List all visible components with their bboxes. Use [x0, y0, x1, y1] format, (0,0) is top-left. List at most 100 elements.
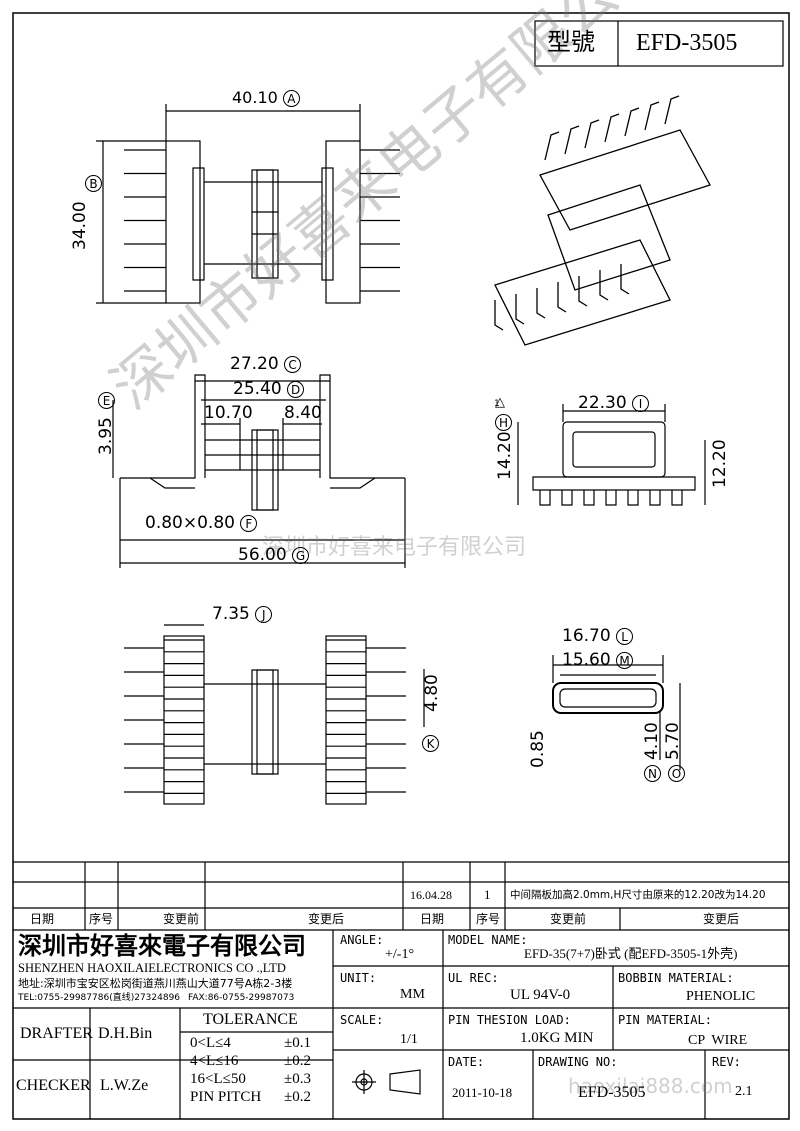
tolerance-value: ±0.3 [284, 1071, 311, 1087]
company-fax: FAX:86-0755-29987073 [188, 993, 295, 1003]
dim-k: 4.80 [422, 674, 442, 712]
dim-w1: 10.70 [204, 403, 253, 423]
drafter-value: D.H.Bin [98, 1025, 153, 1042]
model-name-label: MODEL NAME: [448, 933, 528, 947]
tooth [627, 490, 639, 506]
iso-pin [494, 300, 504, 331]
dim-p: 0.85 [528, 730, 548, 768]
pin-load-value: 1.0KG MIN [520, 1030, 594, 1046]
drawing-no-label: DRAWING NO: [538, 1055, 618, 1069]
checker-value: L.W.Ze [100, 1077, 149, 1094]
tolerance-value: ±0.2 [284, 1089, 311, 1105]
bottom-view [124, 624, 425, 805]
company-cn: 深圳市好喜來電子有限公司 [18, 934, 306, 960]
dim-h1: 14.20 [495, 431, 515, 480]
dim-b: 34.00 [70, 201, 90, 250]
tolerance-range: 16<L≤50 [190, 1071, 246, 1087]
tooth [561, 490, 573, 506]
bobbin-material-value: PHENOLIC [686, 989, 756, 1004]
tolerance-label: TOLERANCE [203, 1011, 298, 1028]
iso-pin [564, 125, 580, 155]
dim-g: 56.00 G [238, 547, 310, 564]
dim-n: 4.10 [642, 722, 662, 760]
tooth [649, 490, 661, 506]
scale-value: 1/1 [400, 1032, 418, 1047]
dim-n-tag: N [644, 765, 661, 782]
iso-pin [624, 107, 640, 137]
pin-load-label: PIN THESION LOAD: [448, 1013, 571, 1027]
rev-label: REV: [712, 1055, 741, 1069]
rev-header-no: 序号 [89, 912, 114, 926]
rev-header-date: 日期 [30, 912, 55, 926]
tooth [539, 490, 551, 506]
pin-material-label: PIN MATERIAL: [618, 1013, 712, 1027]
model-label: 型號 [547, 28, 595, 56]
dim-j: 7.35 J [212, 606, 273, 623]
rev-header-date-2: 日期 [420, 912, 445, 926]
tooth [605, 490, 617, 506]
rev-triangle: △1 [494, 395, 505, 410]
tolerance-range: 0<L≤4 [190, 1035, 231, 1051]
checker-label: CHECKER [16, 1077, 91, 1094]
title-block-lines [13, 861, 789, 1119]
iso-pin [544, 131, 560, 161]
dim-c: 27.20 C [230, 356, 302, 373]
drawing-no-value: EFD-3505 [578, 1084, 646, 1101]
date-label: DATE: [448, 1055, 485, 1069]
model-box [534, 20, 784, 67]
tooth [583, 490, 595, 506]
dim-o-tag: O [668, 765, 685, 782]
rev-header-no-2: 序号 [476, 912, 501, 926]
top-view [96, 104, 400, 304]
rev-header-after-2: 变更后 [703, 912, 740, 926]
rev-value: 2.1 [735, 1084, 753, 1099]
dim-e: 3.95 [96, 417, 116, 455]
tolerance-value: ±0.2 [284, 1053, 311, 1069]
iso-pin [644, 101, 660, 131]
ul-rec-label: UL REC: [448, 971, 499, 985]
dim-w2: 8.40 [284, 403, 322, 423]
section-view [552, 655, 681, 770]
dim-a: 40.10 A [232, 90, 300, 107]
iso-pin [557, 282, 567, 313]
rev-date: 16.04.28 [410, 888, 452, 902]
tolerance-range: PIN PITCH [190, 1089, 262, 1105]
iso-pin [536, 288, 546, 319]
tolerance-value: ±0.1 [284, 1035, 311, 1051]
front-view [112, 374, 406, 568]
ul-rec-value: UL 94V-0 [510, 987, 571, 1003]
dim-h2: 12.20 [710, 439, 730, 488]
sheet-border [12, 12, 790, 1120]
iso-pin [515, 294, 525, 325]
dim-m: 15.60 M [562, 652, 634, 669]
angle-label: ANGLE: [340, 933, 384, 947]
iso-pin [599, 270, 609, 301]
tooth [671, 490, 683, 506]
dim-b-tag: B [85, 175, 102, 192]
dim-e-tag: E [98, 392, 115, 409]
unit-label: UNIT: [340, 971, 377, 985]
dim-f: 0.80×0.80 F [145, 515, 258, 532]
iso-pin [578, 276, 588, 307]
model-name-value: EFD-35(7+7)卧式 (配EFD-3505-1外壳) [524, 946, 738, 961]
isometric-view [494, 95, 711, 346]
angle-value: +/-1° [385, 947, 415, 962]
dim-i: 22.30 I [578, 395, 650, 412]
dim-l: 16.70 L [562, 628, 634, 645]
iso-pin [620, 264, 630, 295]
model-number: EFD-3505 [636, 30, 738, 56]
bobbin-material-label: BOBBIN MATERIAL: [618, 971, 734, 985]
dim-k-tag: K [422, 735, 439, 752]
rev-no: 1 [484, 887, 491, 902]
watermark-site: haoxilai888.com [568, 1074, 733, 1098]
drafter-label: DRAFTER [20, 1025, 93, 1042]
dim-h-tag: H [495, 414, 512, 431]
date-value: 2011-10-18 [452, 1085, 513, 1100]
iso-pin [584, 119, 600, 149]
dim-o: 5.70 [663, 722, 683, 760]
company-tel: TEL:0755-29987786(直线)27324896 [18, 993, 181, 1003]
pin-material-value: CP WIRE [688, 1033, 748, 1048]
company-en: SHENZHEN HAOXILAIELECTRONICS CO .,LTD [18, 961, 286, 975]
